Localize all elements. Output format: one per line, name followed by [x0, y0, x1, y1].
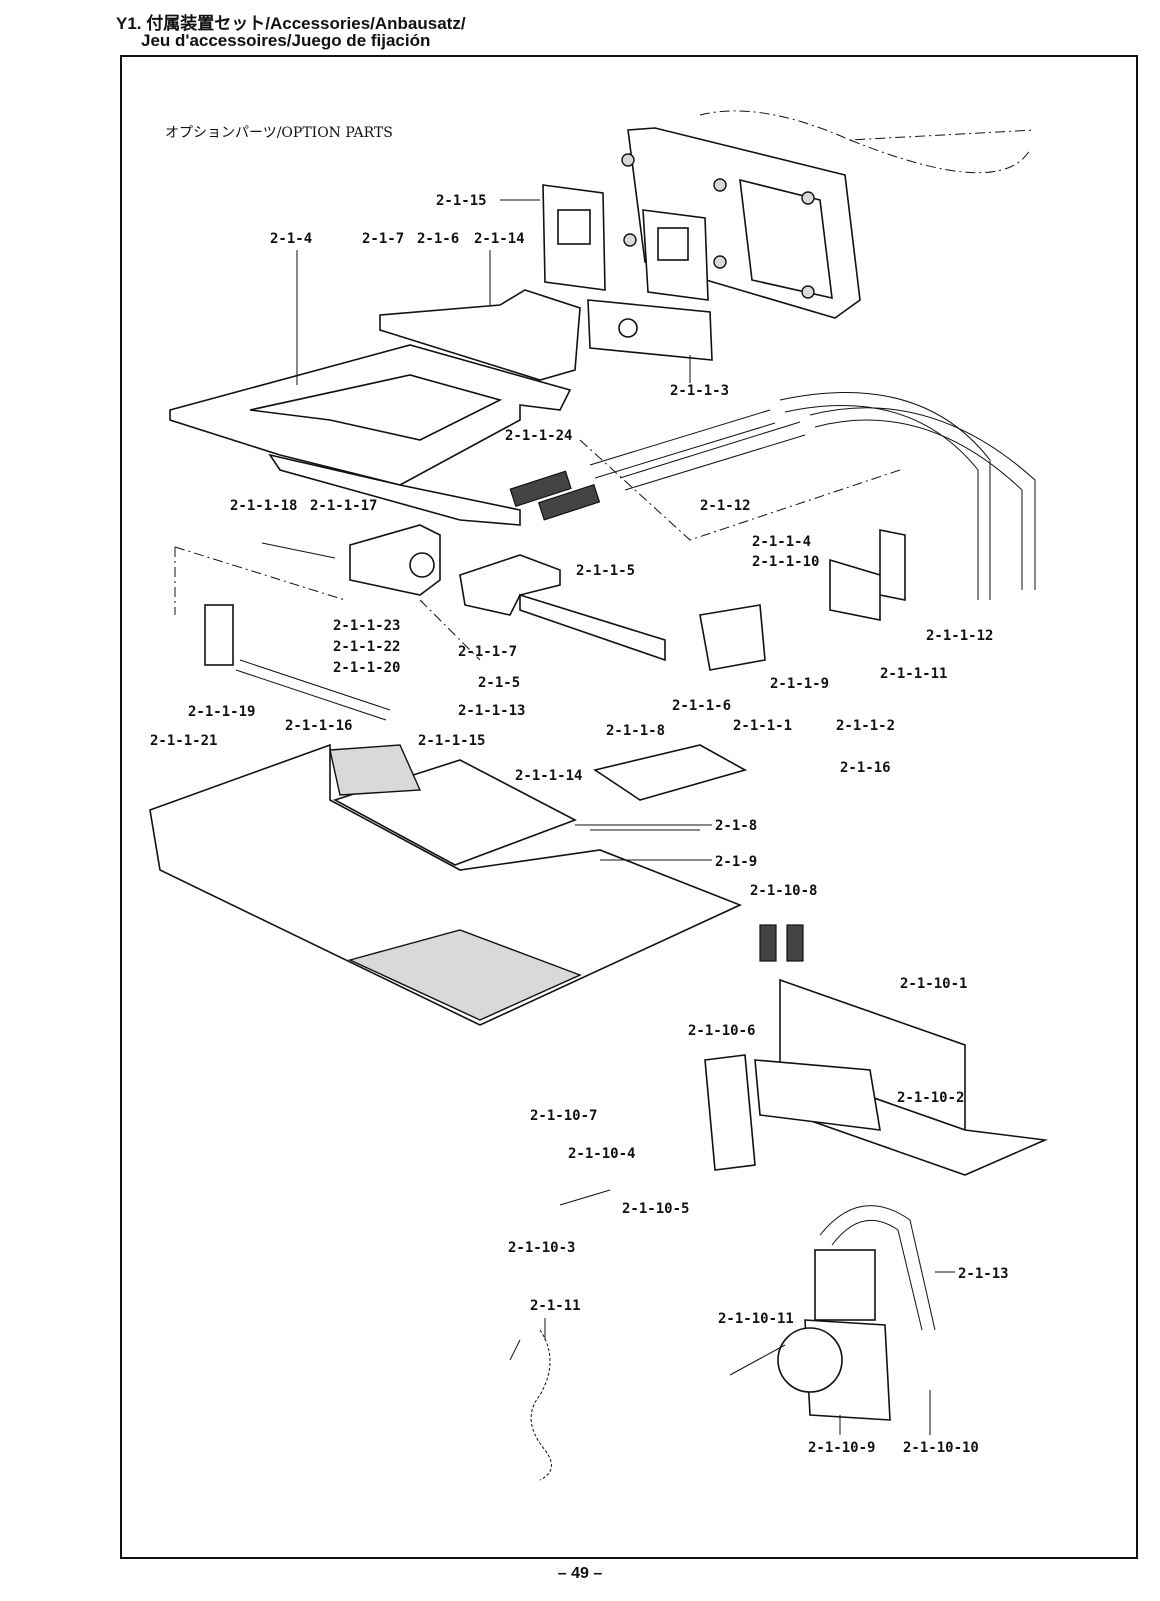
connector-2-1-1-24-drawing [509, 470, 601, 521]
rod-2-1-1-16-drawing [235, 659, 391, 721]
tube-2-1-12-drawing [589, 392, 1036, 600]
part-label: 2-1-15 [436, 193, 487, 209]
part-label: 2-1-1-4 [752, 534, 811, 550]
part-label: 2-1-11 [530, 1298, 581, 1314]
part-label: 2-1-1-14 [515, 768, 582, 784]
part-label: 2-1-1-2 [836, 718, 895, 734]
part-label: 2-1-10-9 [808, 1440, 875, 1456]
part-label: 2-1-13 [958, 1266, 1009, 1282]
part-label: 2-1-1-17 [310, 498, 377, 514]
part-label: 2-1-1-22 [333, 639, 400, 655]
part-label: 2-1-1-10 [752, 554, 819, 570]
manifold-2-1-10-2-drawing [754, 1059, 881, 1131]
part-label: 2-1-1-19 [188, 704, 255, 720]
part-label: 2-1-14 [474, 231, 525, 247]
part-label: 2-1-5 [478, 675, 520, 691]
fitting-2-1-10-8-drawing [759, 924, 777, 962]
part-label: 2-1-1-16 [285, 718, 352, 734]
screw-2-1-10-3-drawing [559, 1189, 611, 1206]
part-label: 2-1-6 [417, 231, 459, 247]
regulator-2-1-10-9-drawing [729, 1249, 891, 1421]
part-label: 2-1-9 [715, 854, 757, 870]
part-label: 2-1-1-12 [926, 628, 993, 644]
part-label: 2-1-1-5 [576, 563, 635, 579]
part-label: 2-1-1-15 [418, 733, 485, 749]
bracket-2-1-1-5-drawing [459, 554, 666, 662]
part-label: 2-1-1-13 [458, 703, 525, 719]
part-label: 2-1-1-24 [505, 428, 572, 444]
page-number: – 49 – [557, 1565, 603, 1582]
plate-2-1-4-drawing [169, 289, 581, 526]
part-label: 2-1-1-23 [333, 618, 400, 634]
part-label: 2-1-10-11 [718, 1311, 794, 1327]
cylinder-2-1-1-17-drawing [261, 524, 441, 596]
part-label: 2-1-1-20 [333, 660, 400, 676]
part-label: 2-1-10-5 [622, 1201, 689, 1217]
part-label: 2-1-10-1 [900, 976, 967, 992]
part-label: 2-1-10-6 [688, 1023, 755, 1039]
part-label: 2-1-1-3 [670, 383, 729, 399]
part-label: 2-1-1-21 [150, 733, 217, 749]
part-label: 2-1-1-9 [770, 676, 829, 692]
hose-2-1-13-drawing [819, 1205, 936, 1331]
plate-2-1-9-drawing [149, 743, 743, 1026]
chain-2-1-11-drawing [530, 1329, 552, 1481]
part-label: 2-1-1-6 [672, 698, 731, 714]
part-label: 2-1-10-7 [530, 1108, 597, 1124]
part-label: 2-1-1-18 [230, 498, 297, 514]
machine-head-drawing [621, 110, 1036, 319]
valve-block-2-1-1-1-drawing [699, 604, 766, 671]
part-label: 2-1-10-3 [508, 1240, 575, 1256]
part-label: 2-1-1-1 [733, 718, 792, 734]
bracket-2-1-1-3-drawing [587, 299, 713, 361]
part-label: 2-1-10-4 [568, 1146, 635, 1162]
part-label: 2-1-8 [715, 818, 757, 834]
bracket-2-1-1-2-drawing [829, 529, 906, 621]
part-label: 2-1-10-8 [750, 883, 817, 899]
part-label: 2-1-10-2 [897, 1090, 964, 1106]
part-label: 2-1-12 [700, 498, 751, 514]
part-label: 2-1-4 [270, 231, 312, 247]
solenoid-2-1-10-6-drawing [704, 1054, 756, 1171]
bracket-2-1-15-drawing [542, 184, 709, 301]
part-label: 2-1-10-10 [903, 1440, 979, 1456]
diagram-frame [120, 55, 1138, 1559]
option-parts-title: オプションパーツ/OPTION PARTS [165, 125, 393, 141]
page-header-line2: Jeu d'accessoires/Juego de fijación [141, 31, 431, 50]
part-label: 2-1-1-8 [606, 723, 665, 739]
block-2-1-1-19-drawing [204, 604, 234, 666]
part-label: 2-1-7 [362, 231, 404, 247]
part-label: 2-1-1-11 [880, 666, 947, 682]
page-header-line1: Y1. 付属装置セット/Accessories/Anbausatz/ [116, 14, 466, 33]
part-label: 2-1-1-7 [458, 644, 517, 660]
part-label: 2-1-16 [840, 760, 891, 776]
